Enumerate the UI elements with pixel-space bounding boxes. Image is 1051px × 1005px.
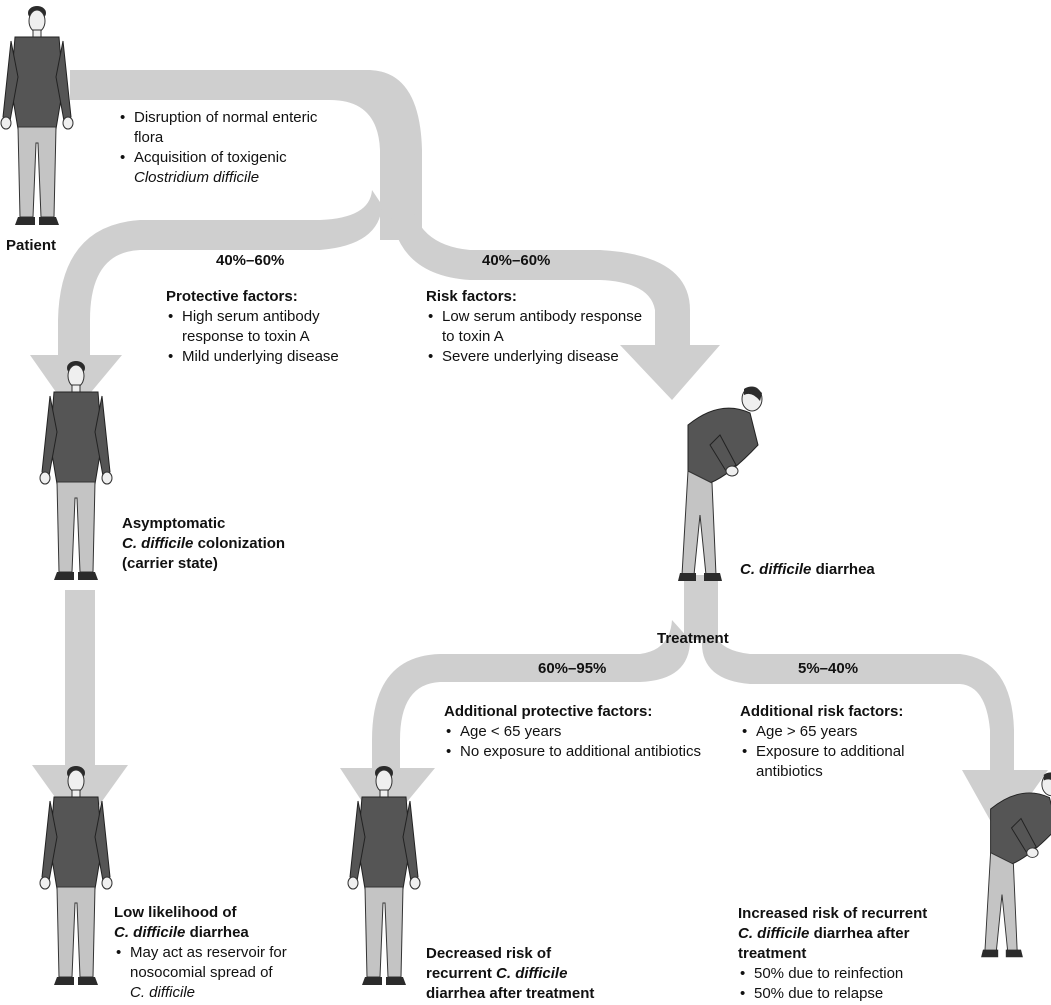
additional-risk-bullet-2: Exposure to additional antibiotics (740, 742, 955, 782)
flow-arrow-carrier-down (32, 590, 128, 832)
decreased-organism: C. difficile (496, 965, 568, 982)
treatment-label: Treatment (657, 630, 729, 647)
increased-line2: C. difficile diarrhea after (738, 924, 988, 944)
start-bullet-2-italic: Clostridium difficile (134, 169, 260, 186)
low-likelihood-bullet: May act as reservoir for nosocomial spre… (114, 943, 314, 1003)
branch-left-percent: 40%–60% (216, 252, 285, 269)
patient-label: Patient (6, 237, 57, 254)
increased-line2-rest: diarrhea after (809, 925, 910, 942)
risk-factors: Risk factors: Low serum antibody respons… (426, 287, 656, 367)
low-likelihood-line2-rest: diarrhea (185, 924, 249, 941)
asymptomatic-line2-rest: colonization (193, 535, 286, 552)
diarrhea-organism: C. difficile (740, 561, 812, 578)
decreased-line3: diarrhea after treatment (426, 985, 595, 1002)
start-bullet-1: Disruption of normal enteric flora (118, 108, 318, 148)
increased-line1: Increased risk of recurrent (738, 905, 928, 922)
low-likelihood-organism: C. difficile (114, 924, 186, 941)
low-likelihood-bullet-text: May act as reservoir for nosocomial spre… (130, 944, 287, 981)
flow-arrow-treatment-stem (684, 575, 718, 640)
decreased-line2-pre: recurrent (426, 965, 497, 982)
risk-factors-title: Risk factors: (426, 288, 517, 305)
decreased-risk-label: Decreased risk of recurrent C. difficile… (426, 944, 656, 1004)
decreased-line1: Decreased risk of (426, 945, 552, 962)
carrier-figure (39, 360, 113, 581)
diarrhea-figure (677, 386, 763, 582)
increased-risk-label: Increased risk of recurrent C. difficile… (738, 904, 988, 1004)
treatment-right-percent: 5%–40% (798, 660, 859, 677)
additional-protective-bullet-1: Age < 65 years (444, 722, 704, 742)
asymptomatic-line3: (carrier state) (122, 555, 218, 572)
risk-bullet-2: Severe underlying disease (426, 347, 656, 367)
additional-protective-factors: Additional protective factors: Age < 65 … (444, 702, 704, 762)
treatment-left-percent: 60%–95% (538, 660, 607, 677)
flow-arrow-treatment-right (701, 625, 1048, 838)
start-bullet-2-text: Acquisition of toxigenic (134, 149, 287, 166)
increased-bullet-1: 50% due to reinfection (738, 964, 988, 984)
asymptomatic-line2: C. difficile colonization (122, 534, 352, 554)
asymptomatic-organism: C. difficile (122, 535, 194, 552)
protective-factors-title: Protective factors: (166, 288, 298, 305)
low-likelihood-line1: Low likelihood of (114, 904, 237, 921)
low-likelihood-bullet-organism: C. difficile (130, 984, 196, 1001)
standing-person-icon (0, 5, 74, 226)
decreased-line2: recurrent C. difficile (426, 964, 656, 984)
low-likelihood-label: Low likelihood of C. difficile diarrhea … (114, 903, 314, 1003)
increased-bullet-2: 50% due to relapse (738, 984, 988, 1004)
additional-protective-bullet-2: No exposure to additional antibiotics (444, 742, 704, 762)
risk-bullet-1: Low serum antibody response to toxin A (426, 307, 656, 347)
protective-bullet-1: High serum antibody response to toxin A (166, 307, 376, 347)
additional-risk-bullet-1: Age > 65 years (740, 722, 955, 742)
additional-risk-title: Additional risk factors: (740, 703, 904, 720)
asymptomatic-label: Asymptomatic C. difficile colonization (… (122, 514, 352, 574)
patient-figure (0, 5, 74, 226)
additional-protective-title: Additional protective factors: (444, 703, 653, 720)
bent-sick-person-icon (677, 386, 763, 582)
diarrhea-rest: diarrhea (811, 561, 875, 578)
flow-arrow-start (70, 70, 422, 240)
protective-bullet-2: Mild underlying disease (166, 347, 376, 367)
protective-factors: Protective factors: High serum antibody … (166, 287, 376, 367)
flow-arrow-left-branch (30, 190, 382, 415)
asymptomatic-line1: Asymptomatic (122, 515, 226, 532)
branch-right-percent: 40%–60% (482, 252, 551, 269)
start-bullets: Disruption of normal enteric flora Acqui… (118, 108, 318, 188)
standing-person-icon (39, 360, 113, 581)
flow-arrow-treatment-left (340, 620, 690, 832)
additional-risk-factors: Additional risk factors: Age > 65 years … (740, 702, 955, 782)
diarrhea-label: C. difficile diarrhea (740, 560, 875, 580)
increased-line3: treatment (738, 945, 807, 962)
low-likelihood-line2: C. difficile diarrhea (114, 923, 314, 943)
increased-organism: C. difficile (738, 925, 810, 942)
